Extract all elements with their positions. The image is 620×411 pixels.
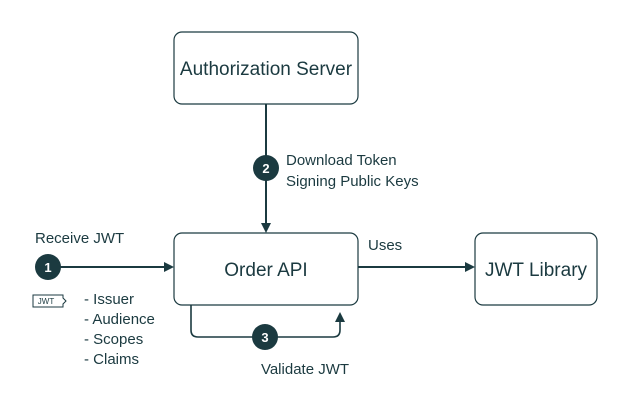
claim-item-audience: - Audience: [84, 311, 155, 328]
svg-text:2: 2: [262, 161, 269, 176]
step-2-label-line1: Download Token: [286, 152, 397, 169]
step-3-label: Validate JWT: [261, 361, 349, 378]
step-2-badge: 2: [253, 155, 279, 181]
order-api-node: Order API: [173, 232, 359, 306]
authorization-server-node: Authorization Server: [173, 31, 359, 105]
claim-item-scopes: - Scopes: [84, 331, 143, 348]
svg-text:3: 3: [261, 330, 268, 345]
authorization-server-label: Authorization Server: [180, 59, 353, 80]
svg-text:1: 1: [44, 260, 51, 275]
jwt-claims-list: - Issuer - Audience - Scopes - Claims: [84, 291, 155, 368]
claim-item-claims: - Claims: [84, 351, 139, 368]
step-1-label: Receive JWT: [35, 230, 124, 247]
step-3-badge: 3: [252, 324, 278, 350]
svg-text:JWT: JWT: [38, 297, 55, 306]
jwt-token-icon: JWT: [32, 294, 67, 308]
step-1-badge: 1: [35, 254, 61, 280]
step-2-label-line2: Signing Public Keys: [286, 173, 419, 190]
order-api-label: Order API: [224, 260, 307, 281]
jwt-library-node: JWT Library: [474, 232, 598, 306]
claim-item-issuer: - Issuer: [84, 291, 134, 308]
uses-label: Uses: [368, 237, 402, 254]
jwt-library-label: JWT Library: [485, 260, 588, 281]
